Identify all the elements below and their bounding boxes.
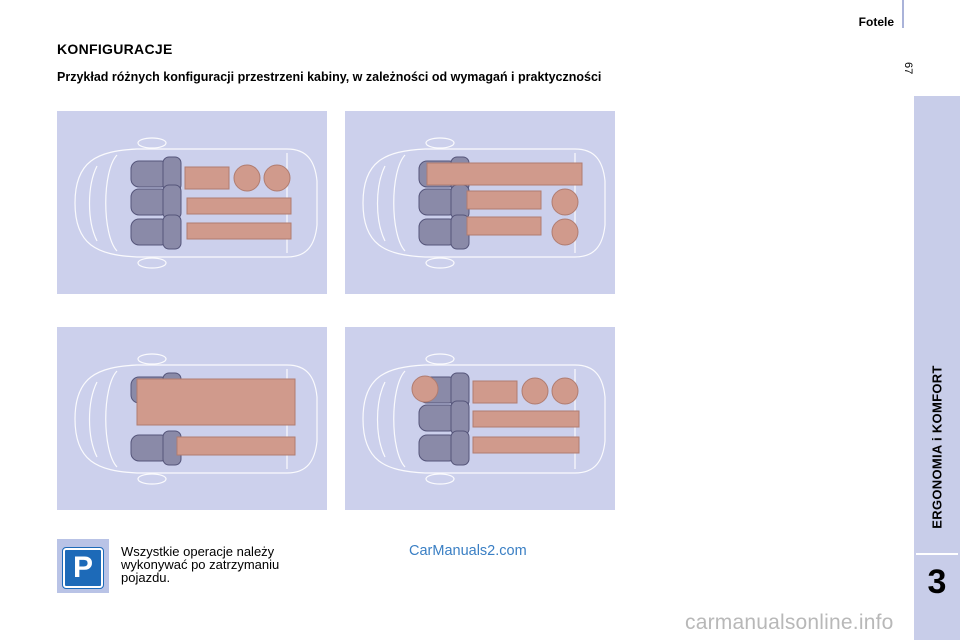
note-text: Wszystkie operacje należy wykonywać po z…: [121, 544, 280, 585]
watermark-carmanuals: CarManuals2.com: [409, 543, 527, 559]
sidebar-divider: [916, 553, 958, 555]
page-number: 67: [902, 62, 914, 75]
page-subtitle: Przykład różnych konfiguracji przestrzen…: [57, 70, 602, 84]
watermark-site: carmanualsonline.info: [685, 611, 894, 634]
config-illustration-4: [345, 327, 615, 510]
cargo-group: [411, 375, 580, 454]
seat-group: [130, 156, 182, 250]
chapter-sidebar: [914, 96, 960, 640]
section-title: Fotele: [858, 15, 894, 29]
page-title: KONFIGURACJE: [57, 41, 173, 57]
chapter-number: 3: [927, 563, 947, 601]
parking-sign-icon: P: [62, 547, 104, 589]
seat-group: [418, 372, 470, 466]
cargo-group: [426, 162, 583, 246]
config-illustration-3: [57, 327, 327, 510]
header-divider: [902, 0, 904, 28]
chapter-title: ERGONOMIA i KOMFORT: [929, 365, 945, 529]
config-illustration-2: [345, 111, 615, 294]
cargo-group: [184, 164, 292, 240]
parking-note-icon-box: P: [57, 539, 109, 593]
config-illustration-1: [57, 111, 327, 294]
cargo-group: [136, 378, 296, 456]
